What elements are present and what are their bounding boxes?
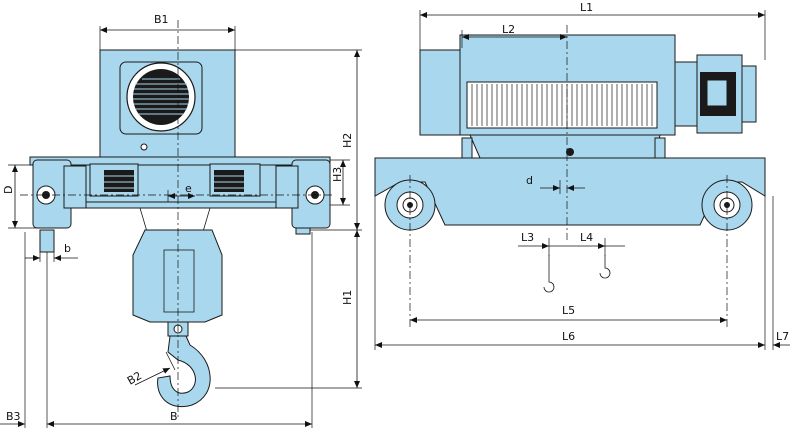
right-drive	[209, 163, 261, 197]
dim-label-d: d	[526, 174, 533, 187]
dim-label-D: D	[2, 186, 15, 194]
trolley-beam-top	[29, 156, 331, 166]
hook-block	[132, 229, 223, 323]
dim-label-B3: B3	[6, 410, 21, 423]
hook-position-1	[543, 255, 555, 293]
dim-label-e: e	[185, 182, 192, 195]
dim-label-L4: L4	[580, 231, 593, 244]
hook-icon	[157, 335, 211, 408]
lock-icon	[566, 148, 574, 156]
front-view: B1 H2 H3 H1 D e b B2	[0, 13, 362, 428]
drum-support	[469, 134, 661, 159]
trolley-beam	[374, 157, 766, 226]
dim-label-L3: L3	[521, 231, 534, 244]
small-bolt	[140, 143, 148, 151]
dim-label-L2: L2	[502, 23, 515, 36]
dim-label-L6: L6	[562, 330, 575, 343]
dim-label-H3: H3	[331, 167, 344, 182]
drum-grooves	[471, 84, 653, 126]
left-wheel-icon	[384, 179, 436, 231]
trolley-beam-bottom	[69, 201, 281, 209]
hook-position-2	[599, 255, 611, 279]
side-view: L1 L2 d L3 L4 L5 L6 L7	[374, 1, 790, 350]
dim-label-L1: L1	[580, 1, 593, 14]
hoist-motor	[674, 54, 757, 134]
dim-label-B: B	[170, 410, 178, 423]
right-wheel-block	[275, 159, 331, 235]
dim-label-H1: H1	[341, 290, 354, 305]
motor-fan-icon	[126, 62, 196, 132]
gearbox-housing	[419, 49, 463, 136]
dim-label-H2: H2	[341, 133, 354, 148]
left-wheel-block	[32, 159, 87, 253]
dim-label-B1: B1	[154, 13, 169, 26]
dim-label-b: b	[64, 242, 71, 255]
dim-label-B2: B2	[125, 369, 144, 388]
left-drive	[89, 163, 139, 197]
dim-label-L5: L5	[562, 304, 575, 317]
dim-label-L7: L7	[776, 330, 789, 343]
